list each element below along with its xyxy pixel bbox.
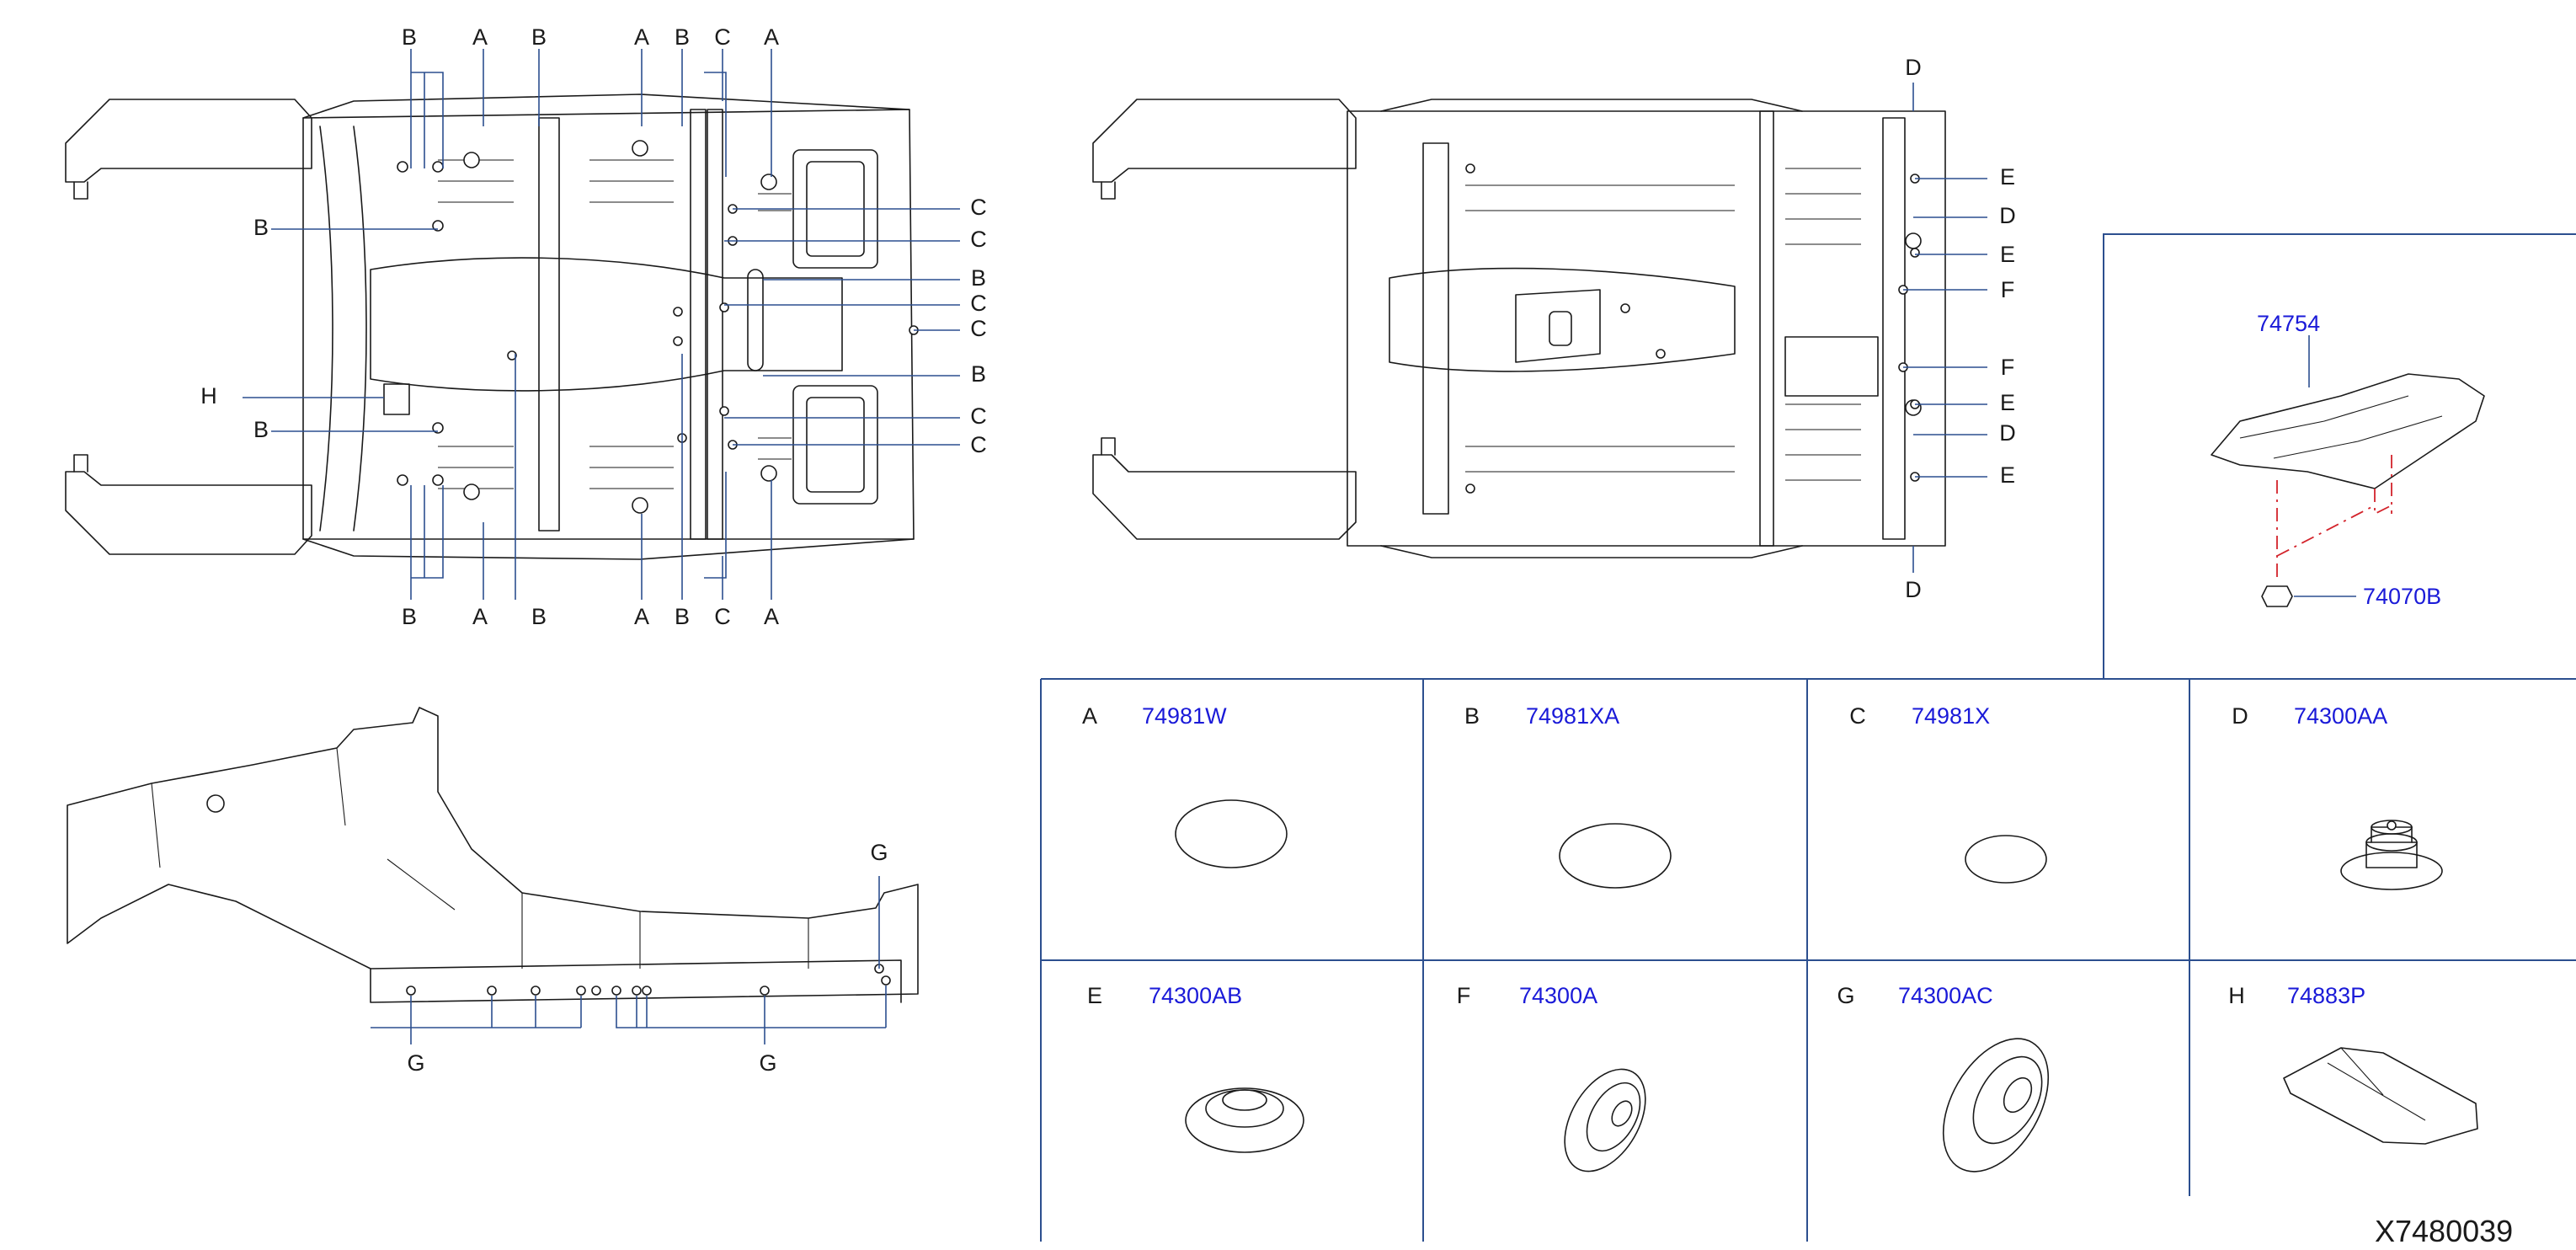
angled-grommet-icon [1564,1068,1646,1173]
oval-plug-icon [1559,823,1672,889]
side-label-1: G [407,1050,424,1076]
part-letter-f: F [1457,983,1471,1008]
top-label-2: A [472,24,488,50]
part-letter-g: G [1837,983,1854,1008]
part-number-a: 74981W [1142,703,1227,729]
side-label-2: G [759,1050,776,1076]
right-label-5: C [970,316,987,341]
right-label-6: B [971,361,986,387]
flat-pad-icon [2283,1047,2478,1145]
part-cell-g: G 74300AC [1837,983,2050,1173]
right-label-7: C [970,403,987,429]
right-label-3: B [971,265,986,291]
part-letter-a: A [1082,703,1097,729]
mid-right-label-1: E [2000,164,2015,190]
part-cell-e: E 74300AB [1087,983,1304,1153]
mid-top-label: D [1905,55,1922,80]
bottom-label-1: B [402,604,417,629]
mid-right-label-7: D [1999,420,2016,446]
mid-right-label-8: E [2000,462,2015,488]
part-number-g: 74300AC [1898,983,1993,1008]
floor-view-middle: D D E D E F F E D E [1092,55,2016,602]
part-letter-d: D [2232,703,2248,729]
left-label-2: H [200,383,217,409]
part-number-e: 74300AB [1149,983,1242,1008]
part-cell-b: B 74981XA [1464,703,1672,889]
inset-part-upper: 74754 [2257,311,2320,336]
stepped-grommet-icon [2340,820,2443,890]
bottom-label-3: B [531,604,547,629]
part-letter-b: B [1464,703,1480,729]
mid-right-label-3: E [2000,242,2015,267]
part-number-f: 74300A [1519,983,1597,1008]
inset-part-lower: 74070B [2363,584,2441,609]
part-cell-a: A 74981W [1082,703,1288,868]
part-cell-c: C 74981X [1849,703,2047,884]
part-number-d: 74300AA [2294,703,2387,729]
parts-table: A 74981W B 74981XA C 74981X D 74300AA [1040,678,2576,1242]
bottom-label-6: C [714,604,731,629]
right-label-1: C [970,195,987,220]
top-label-4: A [634,24,649,50]
part-number-b: 74981XA [1526,703,1619,729]
top-label-1: B [402,24,417,50]
part-cell-d: D 74300AA [2232,703,2443,890]
oval-plug-icon [1965,835,2047,884]
part-cell-f: F 74300A [1457,983,1646,1173]
part-letter-h: H [2228,983,2245,1008]
part-letter-c: C [1849,703,1866,729]
part-letter-e: E [1087,983,1102,1008]
mid-right-label-6: E [2000,390,2015,415]
side-view: G G G [67,707,919,1076]
angled-grommet-large-icon [1942,1038,2050,1173]
left-label-1: B [253,215,269,240]
mid-right-label-5: F [2001,355,2015,380]
bottom-label-4: A [634,604,649,629]
right-label-4: C [970,291,987,316]
left-label-3: B [253,417,269,442]
part-cell-h: H 74883P [2228,983,2478,1145]
top-label-7: A [764,24,779,50]
right-label-2: C [970,227,987,252]
drawing-code: X7480039 [2375,1214,2513,1248]
bottom-label-2: A [472,604,488,629]
mid-bottom-label: D [1905,577,1922,602]
part-number-h: 74883P [2287,983,2365,1008]
floor-view-left: B A B A B C A B A B A B C A B H B C C B … [65,24,987,629]
bottom-label-5: B [675,604,690,629]
ring-grommet-icon [1185,1087,1304,1153]
side-label-3: G [870,840,888,865]
oval-plug-icon [1175,799,1288,868]
top-label-3: B [531,24,547,50]
part-number-c: 74981X [1912,703,1990,729]
mid-right-label-2: D [1999,203,2016,228]
right-label-8: C [970,432,987,457]
top-label-6: C [714,24,731,50]
inset-panel: 74754 74070B [2103,233,2576,679]
bottom-label-7: A [764,604,779,629]
mid-right-label-4: F [2001,277,2015,302]
top-label-5: B [675,24,690,50]
